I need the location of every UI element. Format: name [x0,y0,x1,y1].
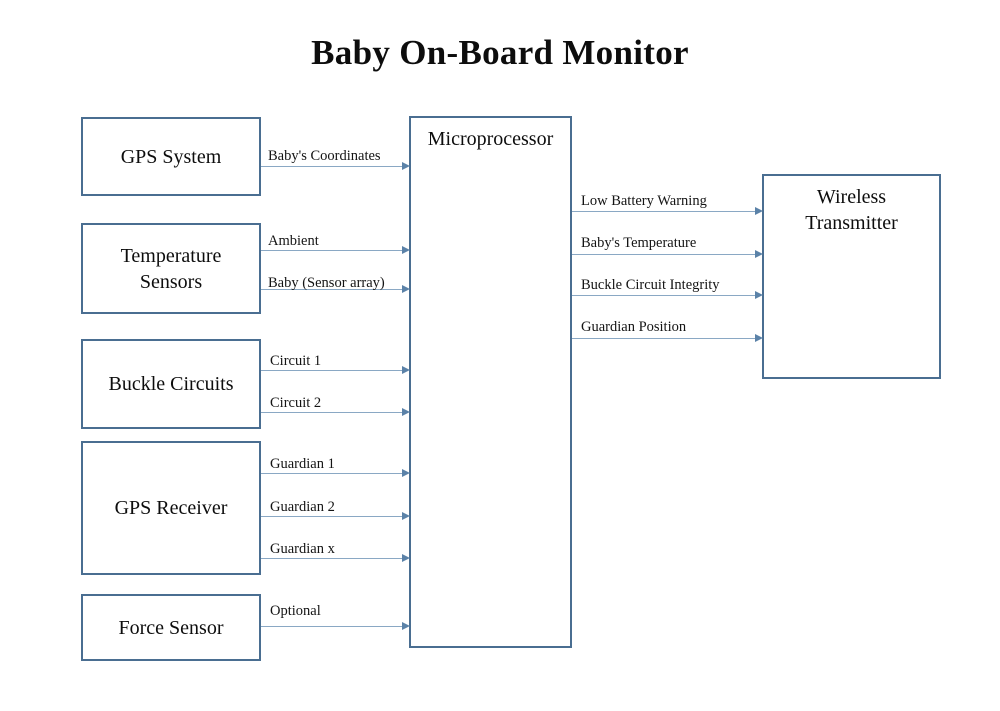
input-edge-label: Ambient [268,233,319,249]
output-edge-line [572,338,756,339]
arrow-head-icon [402,408,410,416]
input-edge-label: Guardian 2 [270,499,335,515]
output-edge-label: Baby's Temperature [581,235,697,251]
arrow-head-icon [402,554,410,562]
arrow-head-icon [755,291,763,299]
arrow-head-icon [402,285,410,293]
input-edge-label: Circuit 2 [270,395,322,411]
node-buckle-circuits[interactable]: Buckle Circuits [81,339,261,429]
node-wireless-transmitter-label: Wireless Transmitter [805,186,898,234]
output-edge-label: Buckle Circuit Integrity [581,277,720,293]
node-temperature-sensors-label: Temperature Sensors [120,244,222,293]
arrow-head-icon [402,162,410,170]
input-edge-label: Baby's Coordinates [268,148,381,164]
input-edge-line [261,473,403,474]
node-gps-receiver[interactable]: GPS Receiver [81,441,261,575]
input-edge-label: Optional [270,603,321,619]
input-edge-label: Circuit 1 [270,353,322,369]
node-wireless-transmitter[interactable]: Wireless Transmitter [762,174,941,379]
arrow-head-icon [402,512,410,520]
output-edge-line [572,211,756,212]
arrow-head-icon [755,207,763,215]
node-temperature-sensors[interactable]: Temperature Sensors [81,223,261,314]
arrow-head-icon [755,250,763,258]
input-edge-line [261,626,403,627]
node-gps-receiver-label: GPS Receiver [114,497,228,519]
input-edge-line [261,412,403,413]
node-force-sensor[interactable]: Force Sensor [81,594,261,661]
node-microprocessor-label: Microprocessor [427,128,554,150]
node-force-sensor-label: Force Sensor [118,616,224,639]
input-edge-label: Baby (Sensor array) [268,275,385,291]
arrow-head-icon [402,246,410,254]
input-edge-line [261,516,403,517]
arrow-head-icon [402,366,410,374]
input-edge-label: Guardian x [270,541,335,557]
node-gps-system-label: GPS System [120,145,222,168]
input-edge-line [261,250,403,251]
input-edge-line [261,558,403,559]
node-buckle-circuits-label: Buckle Circuits [108,373,234,395]
input-edge-line [261,370,403,371]
output-edge-line [572,295,756,296]
node-microprocessor[interactable]: Microprocessor [409,116,572,648]
arrow-head-icon [402,622,410,630]
arrow-head-icon [755,334,763,342]
output-edge-label: Low Battery Warning [581,193,707,209]
output-edge-line [572,254,756,255]
arrow-head-icon [402,469,410,477]
output-edge-label: Guardian Position [581,319,687,335]
page-title: Baby On-Board Monitor [311,33,689,72]
node-gps-system[interactable]: GPS System [81,117,261,196]
input-edge-line [261,289,403,290]
input-edge-label: Guardian 1 [270,456,335,472]
input-edge-line [261,166,403,167]
